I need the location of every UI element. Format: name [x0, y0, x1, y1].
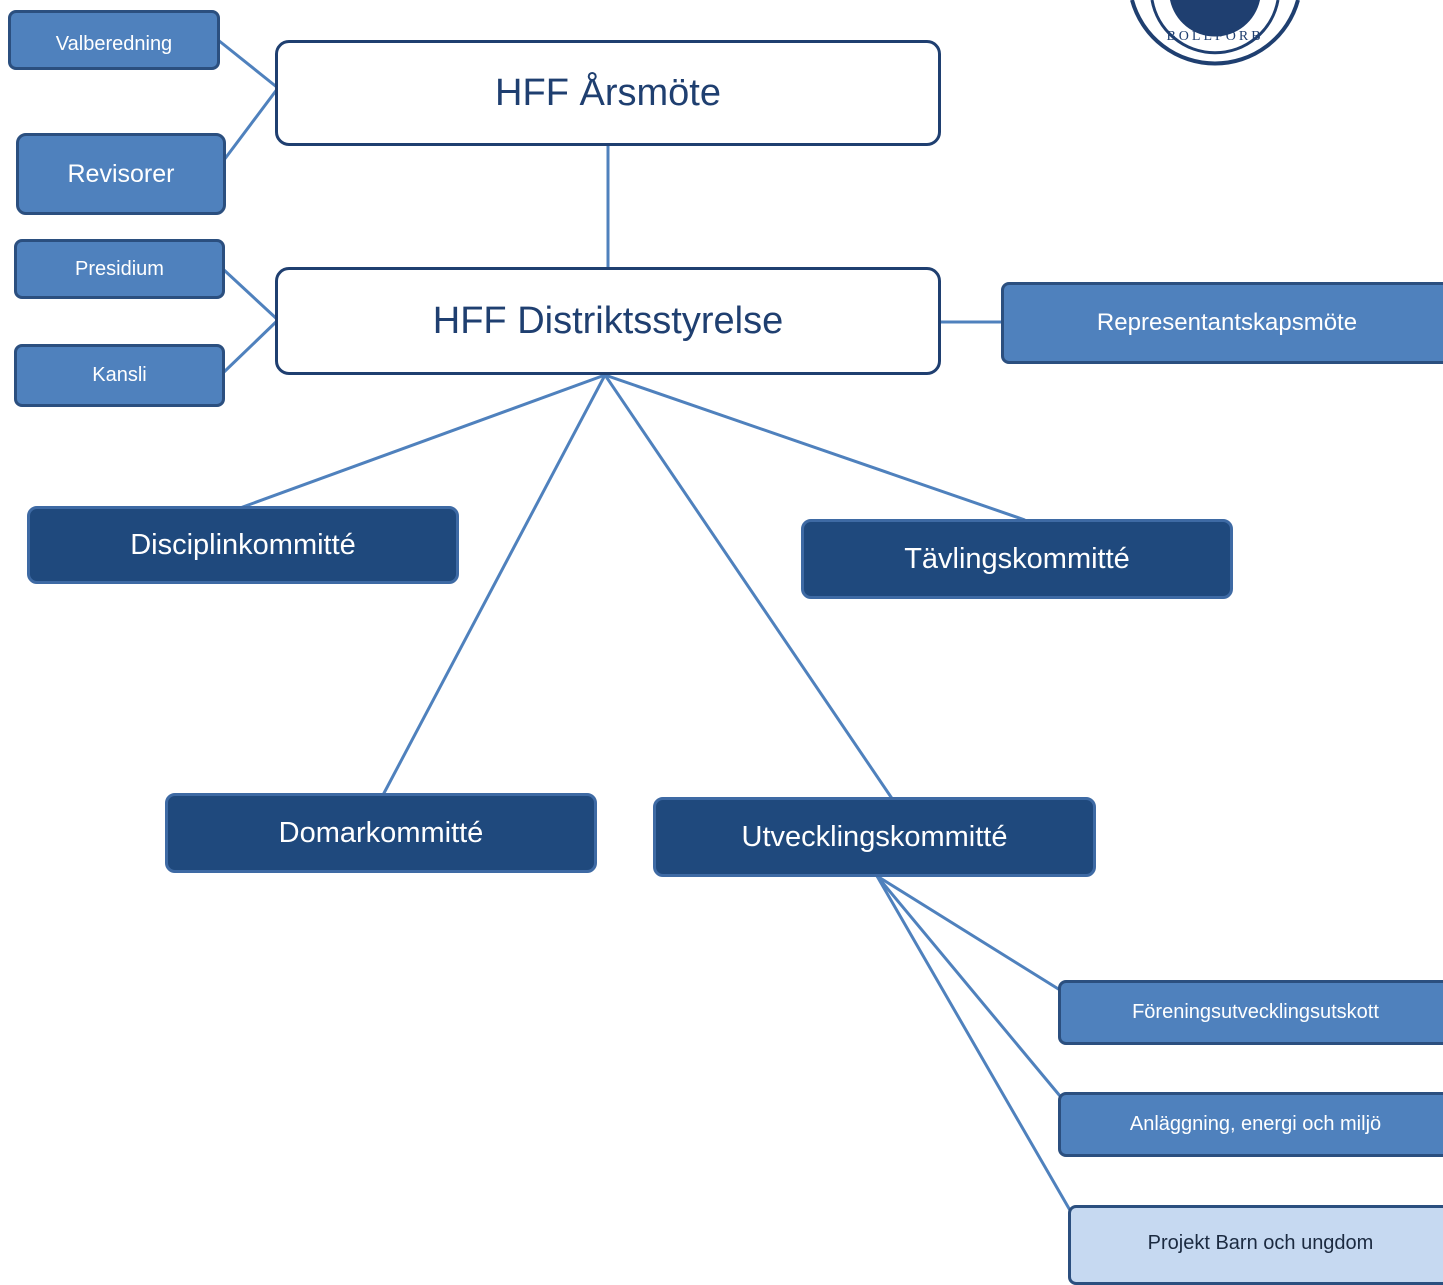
- link-valberedning-arsmote: [217, 38, 279, 90]
- node-projekt-label: Projekt Barn och ungdom: [1147, 1232, 1374, 1254]
- node-revisorer-label: Revisorer: [67, 159, 175, 188]
- link-utveckling-forening: [876, 874, 1061, 992]
- node-styrelse-label: HFF Distriktsstyrelse: [432, 299, 784, 342]
- node-anlaggning[interactable]: Anläggning, energi och miljö: [1058, 1092, 1443, 1157]
- node-valberedning-label: Valberedning: [55, 33, 173, 55]
- node-anlaggning-label: Anläggning, energi och miljö: [1129, 1113, 1382, 1135]
- node-disciplin[interactable]: Disciplinkommitté: [27, 506, 459, 584]
- link-styrelse-utveckling: [603, 374, 895, 801]
- node-presidium-label: Presidium: [75, 257, 164, 280]
- node-domar-label: Domarkommitté: [278, 816, 484, 849]
- node-forening[interactable]: Föreningsutvecklingsutskott: [1058, 980, 1443, 1045]
- node-disciplin-label: Disciplinkommitté: [130, 528, 356, 561]
- node-arsmote-label: HFF Årsmöte: [495, 71, 721, 114]
- seal-text: BOLLFÖRB: [1166, 27, 1263, 44]
- link-styrelse-tavling: [604, 373, 1026, 522]
- link-styrelse-domar: [381, 374, 607, 796]
- node-tavling-label: Tävlingskommitté: [904, 542, 1130, 575]
- node-domar[interactable]: Domarkommitté: [165, 793, 597, 873]
- node-projekt[interactable]: Projekt Barn och ungdom: [1068, 1205, 1443, 1285]
- node-kansli[interactable]: Kansli: [14, 344, 225, 407]
- node-utveckling-label: Utvecklingskommitté: [741, 820, 1008, 853]
- node-utveckling[interactable]: Utvecklingskommitté: [653, 797, 1096, 877]
- node-representantskap[interactable]: Representantskapsmöte: [1001, 282, 1443, 364]
- link-revisorer-arsmote: [222, 87, 280, 161]
- node-tavling[interactable]: Tävlingskommitté: [801, 519, 1233, 599]
- node-kansli-label: Kansli: [92, 364, 147, 386]
- link-styrelse-disciplin: [239, 373, 606, 510]
- node-valberedning[interactable]: Valberedning: [8, 10, 220, 70]
- link-utveckling-anlaggning: [875, 875, 1062, 1097]
- node-styrelse[interactable]: HFF Distriktsstyrelse: [275, 267, 941, 375]
- node-revisorer[interactable]: Revisorer: [16, 133, 226, 215]
- federation-seal-logo: BOLLFÖRB: [1130, 0, 1300, 66]
- node-forening-label: Föreningsutvecklingsutskott: [1132, 1001, 1379, 1023]
- node-representantskap-label: Representantskapsmöte: [1096, 309, 1358, 336]
- link-kansli-styrelse: [222, 318, 280, 374]
- link-presidium-styrelse: [222, 268, 280, 322]
- link-utveckling-projekt: [875, 875, 1073, 1213]
- node-presidium[interactable]: Presidium: [14, 239, 225, 299]
- node-arsmote[interactable]: HFF Årsmöte: [275, 40, 941, 146]
